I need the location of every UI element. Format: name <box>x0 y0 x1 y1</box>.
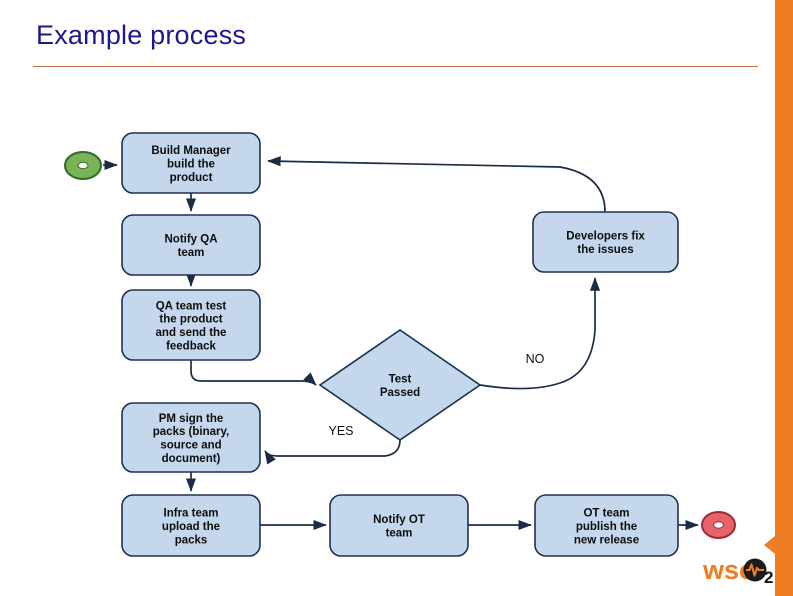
node-center-start <box>77 161 89 170</box>
node-shape-test_passed <box>318 329 482 441</box>
edge-label-yes: YES <box>328 424 353 438</box>
flow-edge-dev_fix-to-build <box>267 156 606 213</box>
flow-node-start[interactable] <box>64 151 102 180</box>
node-shape-build <box>121 132 261 194</box>
flow-edges: NO YES <box>103 156 699 531</box>
node-shape-dev_fix <box>532 211 679 273</box>
accent-bar-notch <box>764 536 775 554</box>
node-shape-ot_publish <box>534 494 679 557</box>
edge-label-no: NO <box>526 352 545 366</box>
wso2-logo: wso 2 <box>703 552 777 588</box>
wso2-circle-icon <box>743 558 767 582</box>
wso2-logo-mark: wso 2 <box>703 555 773 587</box>
flow-edge-test_passed-to-dev_fix <box>479 277 601 390</box>
flow-node-end[interactable] <box>701 511 736 539</box>
accent-bar <box>775 0 793 596</box>
node-shape-pm_sign <box>121 402 261 473</box>
node-center-end <box>713 521 724 529</box>
node-shape-qa_test <box>121 289 261 361</box>
page-title: Example process <box>36 20 247 50</box>
wso2-suffix: 2 <box>764 568 773 587</box>
flow-edge-test_passed-to-pm_sign <box>264 439 401 465</box>
node-shape-notify_qa <box>121 214 261 276</box>
wso2-pulse-icon <box>746 563 764 577</box>
flow-edge-qa_test-to-test_passed <box>190 360 317 386</box>
node-shape-infra <box>121 494 261 557</box>
node-shape-notify_ot <box>329 494 469 557</box>
title-divider <box>33 66 758 67</box>
